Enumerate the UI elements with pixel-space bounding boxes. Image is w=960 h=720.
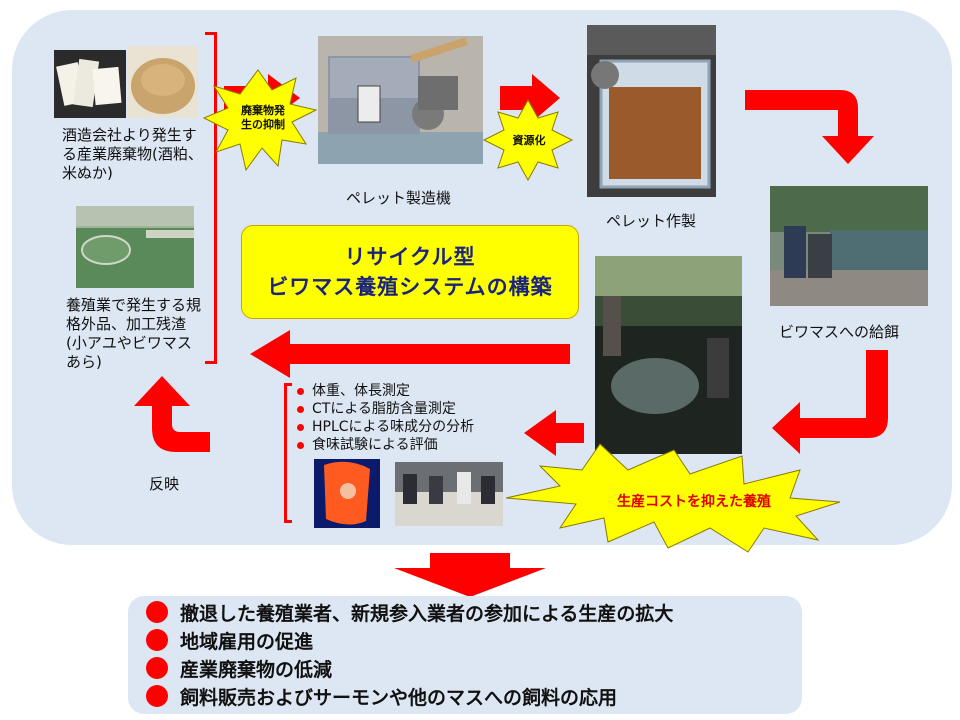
starburst-cost-label: 生産コストを抑えた養殖 bbox=[617, 494, 771, 510]
system-title-line1: リサイクル型 bbox=[344, 245, 476, 269]
bullet-dot bbox=[297, 423, 304, 431]
photo-taste-test bbox=[395, 462, 503, 526]
outcome-item: 飼料販売およびサーモンや他のマスへの飼料の応用 bbox=[146, 682, 617, 710]
bullet-dot bbox=[146, 657, 168, 679]
label-source-industrial-waste: 酒造会社より発生する産業廃棄物(酒粕、米ぬか) bbox=[62, 126, 203, 182]
starburst-resource bbox=[482, 98, 574, 182]
label-source-aquaculture-waste: 養殖業で発生する規格外品、加工残渣(小アユやビワマスあら) bbox=[66, 296, 202, 371]
photo-rice-bran bbox=[128, 46, 198, 118]
bullet-dot bbox=[146, 685, 168, 707]
photo-fish-pond bbox=[76, 206, 194, 288]
outcomes-box: 撤退した養殖業者、新規参入業者の参加による生産の拡大 地域雇用の促進 産業廃棄物… bbox=[128, 596, 802, 714]
outcome-item: 地域雇用の促進 bbox=[146, 626, 313, 654]
outcome-item: 撤退した養殖業者、新規参入業者の参加による生産の拡大 bbox=[146, 598, 673, 626]
starburst-waste bbox=[202, 69, 318, 172]
divider-bracket bbox=[205, 32, 217, 364]
bullet-dot bbox=[146, 601, 168, 623]
starburst-cost bbox=[505, 443, 841, 553]
measurement-item: 体重、体長測定 bbox=[297, 382, 474, 400]
measurement-item: 食味試験による評価 bbox=[297, 436, 474, 454]
outcome-item: 産業廃棄物の低減 bbox=[146, 654, 332, 682]
photo-pellets bbox=[587, 25, 716, 197]
label-pellet-machine: ペレット製造機 bbox=[346, 189, 452, 207]
label-feedback: 反映 bbox=[149, 475, 180, 493]
arrow-right-2 bbox=[500, 74, 560, 122]
measurement-bracket bbox=[284, 383, 292, 523]
photo-ct-scan bbox=[314, 459, 380, 528]
bullet-dot bbox=[146, 629, 168, 651]
measurement-item: HPLCによる味成分の分析 bbox=[297, 418, 474, 436]
arrow-left-long bbox=[250, 330, 570, 378]
arrow-curve-down-2 bbox=[772, 350, 888, 454]
photo-feeding bbox=[770, 186, 928, 306]
arrow-left-short bbox=[524, 410, 584, 456]
label-feeding: ビワマスへの給餌 bbox=[779, 323, 900, 341]
starburst-resource-label: 資源化 bbox=[512, 134, 546, 147]
arrow-curve-up bbox=[134, 376, 210, 452]
starburst-waste-label: 廃棄物発生の抑制 bbox=[241, 104, 285, 131]
measurement-list: 体重、体長測定 CTによる脂肪含量測定 HPLCによる味成分の分析 食味試験によ… bbox=[297, 382, 474, 454]
bullet-dot bbox=[297, 387, 304, 395]
photo-net-harvest bbox=[595, 256, 742, 454]
system-title-box: リサイクル型 ビワマス養殖システムの構築 bbox=[241, 225, 579, 319]
bullet-dot bbox=[297, 441, 304, 449]
photo-sake-lees bbox=[54, 50, 126, 118]
system-title-line2: ビワマス養殖システムの構築 bbox=[267, 275, 553, 299]
arrow-down-big bbox=[394, 553, 546, 597]
bullet-dot bbox=[297, 405, 304, 413]
label-pellet-making: ペレット作製 bbox=[606, 212, 697, 230]
arrow-curve-down-1 bbox=[745, 90, 874, 164]
measurement-item: CTによる脂肪含量測定 bbox=[297, 400, 474, 418]
photo-pellet-machine bbox=[318, 36, 483, 164]
